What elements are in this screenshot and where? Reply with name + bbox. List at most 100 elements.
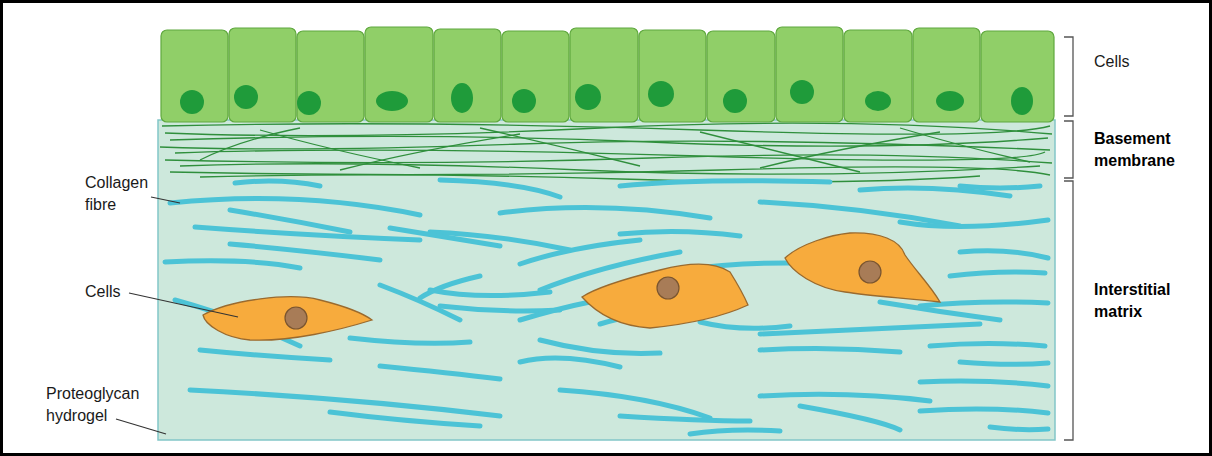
collagen-fibres-part [690, 430, 780, 434]
collagen-fibres-part [620, 231, 740, 236]
cell-nuclei [180, 80, 1033, 115]
collagen-fibres-part [200, 350, 330, 360]
interstitial-matrix-part [158, 120, 1055, 440]
fibroblast-nuclei-part [859, 261, 881, 283]
collagen-fibres-part [920, 409, 1048, 413]
part-label: Cells [85, 281, 145, 303]
brackets-part [1064, 181, 1073, 440]
basement-membrane-part [760, 132, 940, 168]
collagen-fibres-part [165, 261, 300, 268]
epithelial-cells-part [913, 28, 980, 122]
basement-membrane-part [170, 167, 1050, 175]
fibroblast-nuclei-part [285, 307, 307, 329]
fibroblast-nuclei [285, 261, 881, 329]
brackets-part [1064, 121, 1073, 178]
cell-nuclei-part [451, 83, 473, 113]
collagen-fibres-part [500, 208, 710, 218]
collagen-fibres-part [520, 240, 640, 264]
epithelial-cells-part [297, 31, 364, 122]
basement-membrane-part [200, 175, 980, 182]
epithelial-cells-part [434, 29, 501, 122]
brackets [1064, 37, 1073, 440]
collagen-fibres-part [330, 412, 480, 426]
collagen-fibres-part [440, 180, 560, 197]
collagen-fibres-part [540, 340, 660, 353]
collagen-fibres [165, 180, 1048, 434]
cell-nuclei-part [376, 91, 408, 111]
part-label: Collagen fibre [85, 172, 157, 216]
cell-nuclei-part [297, 91, 321, 115]
collagen-fibres-part [350, 338, 470, 343]
basement-membrane-part [160, 141, 1050, 150]
basement-membrane-part [700, 132, 860, 172]
cell-nuclei-part [234, 85, 258, 109]
part-label: Proteoglycan hydrogel [46, 383, 158, 427]
epithelial-cells-part [981, 31, 1054, 122]
collagen-fibres-part [800, 406, 900, 430]
collagen-fibres-part [900, 220, 1048, 227]
collagen-fibres-part [235, 181, 320, 186]
layer-label: Basement membrane [1094, 128, 1194, 172]
epithelial-cells-part [707, 31, 775, 122]
fibroblast-nuclei-part [657, 277, 679, 299]
collagen-fibres-part [700, 322, 790, 328]
leader-lines-part [129, 293, 238, 317]
basement-membrane-part [165, 155, 1052, 163]
cell-nuclei-part [648, 81, 674, 107]
epithelial-cells-part [502, 31, 569, 122]
collagen-fibres-part [760, 324, 980, 334]
collagen-fibres-part [195, 227, 420, 240]
epithelial-cells [161, 27, 1054, 122]
collagen-fibres-part [380, 366, 500, 379]
cell-nuclei-part [723, 89, 747, 113]
basement-membrane-part [200, 128, 300, 160]
collagen-fibres-part [760, 202, 960, 226]
cell-nuclei-part [180, 90, 204, 114]
collagen-fibres-part [620, 181, 830, 186]
layer-label: Cells [1094, 51, 1194, 73]
collagen-fibres-part [760, 348, 900, 352]
collagen-fibres-part [920, 302, 1048, 306]
epithelial-cells-part [161, 30, 228, 122]
basement-membrane-part [480, 128, 640, 166]
collagen-fibres-part [170, 199, 420, 215]
cell-nuclei-part [575, 84, 601, 110]
epithelial-cells-part [776, 27, 843, 122]
collagen-fibres-part [960, 251, 1048, 258]
collagen-fibres-part [520, 302, 590, 320]
leader-lines-part [116, 419, 166, 434]
fibroblast-cells-part [582, 264, 748, 328]
collagen-fibres-part [930, 344, 1045, 347]
collagen-fibres-part [990, 427, 1048, 430]
epithelial-cells-part [570, 28, 638, 122]
basement-membrane [160, 123, 1052, 182]
epithelial-cells-part [639, 30, 706, 122]
basement-membrane-part [260, 130, 420, 168]
cell-nuclei-part [865, 91, 891, 111]
cell-nuclei-part [512, 89, 536, 113]
collagen-fibres-part [760, 394, 930, 401]
collagen-fibres-part [950, 272, 1045, 276]
collagen-fibres-part [380, 285, 460, 320]
interstitial-matrix [158, 120, 1055, 440]
collagen-fibres-part [880, 302, 1000, 320]
epithelial-cells-part [365, 27, 433, 122]
collagen-fibres-part [560, 390, 710, 418]
collagen-fibres-part [520, 358, 620, 367]
brackets-part [1064, 37, 1073, 116]
collagen-fibres-part [440, 306, 560, 311]
collagen-fibres-part [430, 290, 550, 296]
cell-nuclei-part [790, 80, 814, 104]
collagen-fibres-part [920, 381, 1048, 386]
cell-nuclei-part [1011, 87, 1033, 115]
collagen-fibres-part [230, 244, 380, 260]
layer-label: Interstitial matrix [1094, 279, 1194, 323]
basement-membrane-part [340, 134, 520, 170]
leader-lines-part [151, 197, 180, 203]
basement-membrane-part [900, 128, 1030, 162]
fibroblast-cells-part [203, 297, 372, 340]
